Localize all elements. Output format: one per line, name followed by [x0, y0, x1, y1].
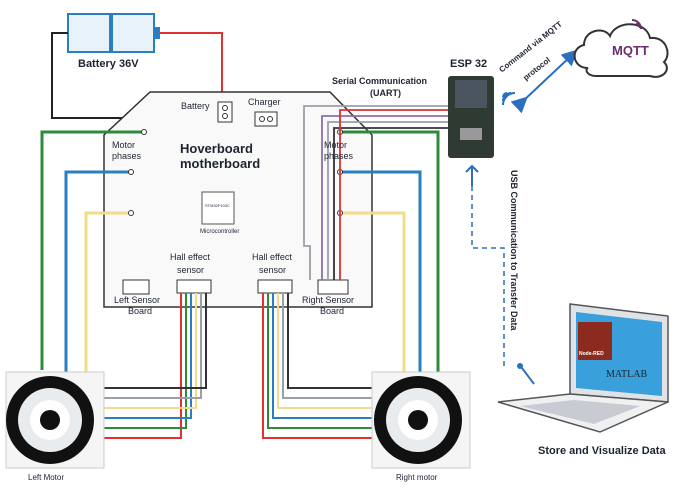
motor-phases-left-line2: phases [112, 151, 142, 161]
usb-icon [465, 164, 479, 186]
mcu-chip-label: STM32F103C [205, 203, 230, 208]
left-motor [5, 371, 105, 469]
battery-wire-red [160, 32, 223, 104]
left-phase-yellow [84, 211, 131, 374]
usb-communication-label: USB Communication to Transfer Data [509, 170, 519, 331]
right-sensor-board-line1: Right Sensor [302, 295, 355, 305]
hall-right-line1: Hall effect [252, 252, 292, 262]
board-title-line1: Hoverboard [180, 141, 253, 156]
store-visualize-label: Store and Visualize Data [538, 445, 666, 457]
esp32-label: ESP 32 [450, 58, 488, 70]
hall-left-line1: Hall effect [170, 252, 210, 262]
wifi-icon [502, 92, 516, 106]
right-motor [371, 371, 471, 469]
hall-left-line2: sensor [177, 265, 205, 275]
battery-label: Battery 36V [78, 58, 139, 70]
mqtt-logo-icon [631, 19, 642, 30]
motor-phases-left-line1: Motor [112, 140, 136, 150]
battery-connector [217, 101, 233, 123]
uart-wires [303, 105, 448, 280]
battery [67, 13, 160, 53]
battery-port-label: Battery [181, 101, 210, 111]
cloud-icon [573, 23, 669, 78]
charger-connector [254, 111, 278, 127]
laptop-icon [497, 303, 669, 433]
right-phase-blue [340, 170, 422, 374]
left-phase-green [40, 130, 144, 370]
hall-right-wires [262, 293, 376, 439]
right-phase-green [340, 130, 440, 372]
right-phase-yellow [340, 211, 406, 376]
left-motor-label: Left Motor [28, 473, 65, 482]
microcontroller-chip [201, 191, 235, 225]
hall-right-connector [257, 279, 293, 294]
esp32-board [448, 76, 494, 158]
motor-phases-right-line1: Motor [324, 140, 348, 150]
mcu-caption: Microcontroller [200, 229, 240, 235]
motherboard-outline [103, 91, 373, 308]
motor-phases-right-line2: phases [324, 151, 354, 161]
left-sensor-board-line2: Board [128, 306, 153, 316]
serial-label-line2: (UART) [370, 88, 401, 98]
usb-dashed-line [471, 186, 505, 366]
right-motor-label: Right motor [396, 473, 438, 482]
node-red-label: Node-RED [579, 351, 604, 357]
left-sensor-board-line1: Left Sensor [114, 295, 161, 305]
usb-icon-laptop [517, 363, 535, 385]
left-sensor-board-connector [122, 279, 150, 295]
right-sensor-board-line2: Board [320, 306, 345, 316]
hall-right-line2: sensor [259, 265, 287, 275]
matlab-label: MATLAB [606, 369, 648, 380]
hall-left-connector [176, 279, 212, 294]
serial-label-line1: Serial Communication [332, 76, 428, 86]
mqtt-arrow [510, 49, 578, 114]
mqtt-cloud-label: MQTT [612, 43, 649, 58]
charger-label: Charger [248, 97, 281, 107]
right-sensor-board-connector [317, 279, 349, 295]
board-title-line2: motherboard [180, 156, 261, 171]
left-phase-blue [64, 170, 131, 372]
hall-left-wires [100, 293, 207, 439]
